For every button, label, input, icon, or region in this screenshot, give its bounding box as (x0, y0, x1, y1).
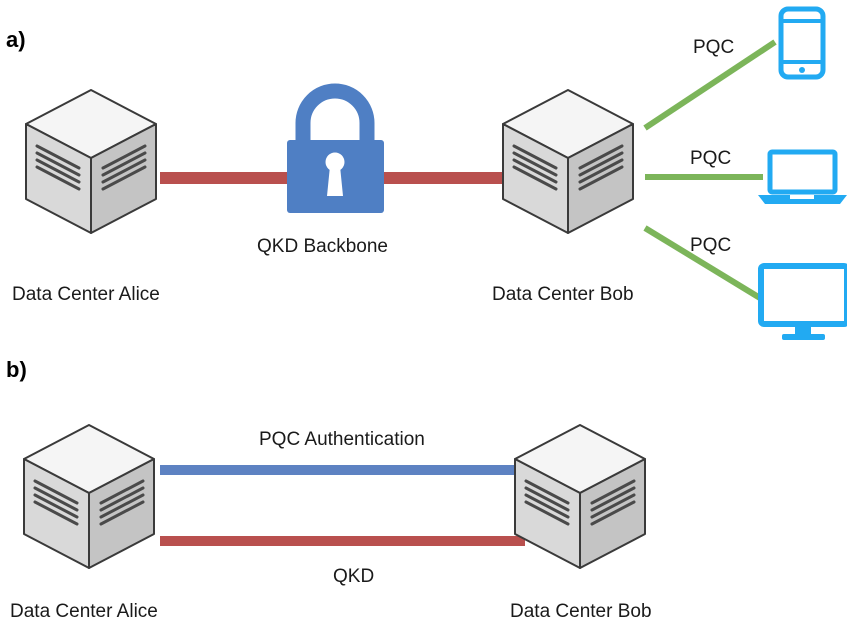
monitor-icon (758, 263, 847, 340)
alice-a-label: Data Center Alice (12, 284, 160, 305)
alice-b-label: Data Center Alice (10, 601, 158, 622)
pqc-monitor-label: PQC (690, 235, 731, 256)
pqc-link-monitor (643, 225, 762, 301)
server-bob-a-icon (501, 88, 635, 235)
laptop-icon (758, 149, 847, 204)
pqc-phone-label: PQC (693, 37, 734, 58)
server-alice-a-icon (24, 88, 158, 235)
qkd-label: QKD (333, 566, 374, 587)
pqc-authentication-label: PQC Authentication (259, 429, 425, 450)
phone-icon (778, 6, 826, 80)
pqc-laptop-label: PQC (690, 148, 731, 169)
server-bob-b-icon (513, 423, 647, 570)
panel-a-label: a) (6, 27, 26, 52)
bob-a-label: Data Center Bob (492, 284, 634, 305)
lock-icon (287, 83, 384, 213)
qkd-backbone-label: QKD Backbone (257, 236, 388, 257)
bob-b-label: Data Center Bob (510, 601, 652, 622)
pqc-link-phone (643, 39, 777, 131)
server-alice-b-icon (22, 423, 156, 570)
panel-b-label: b) (6, 357, 27, 382)
